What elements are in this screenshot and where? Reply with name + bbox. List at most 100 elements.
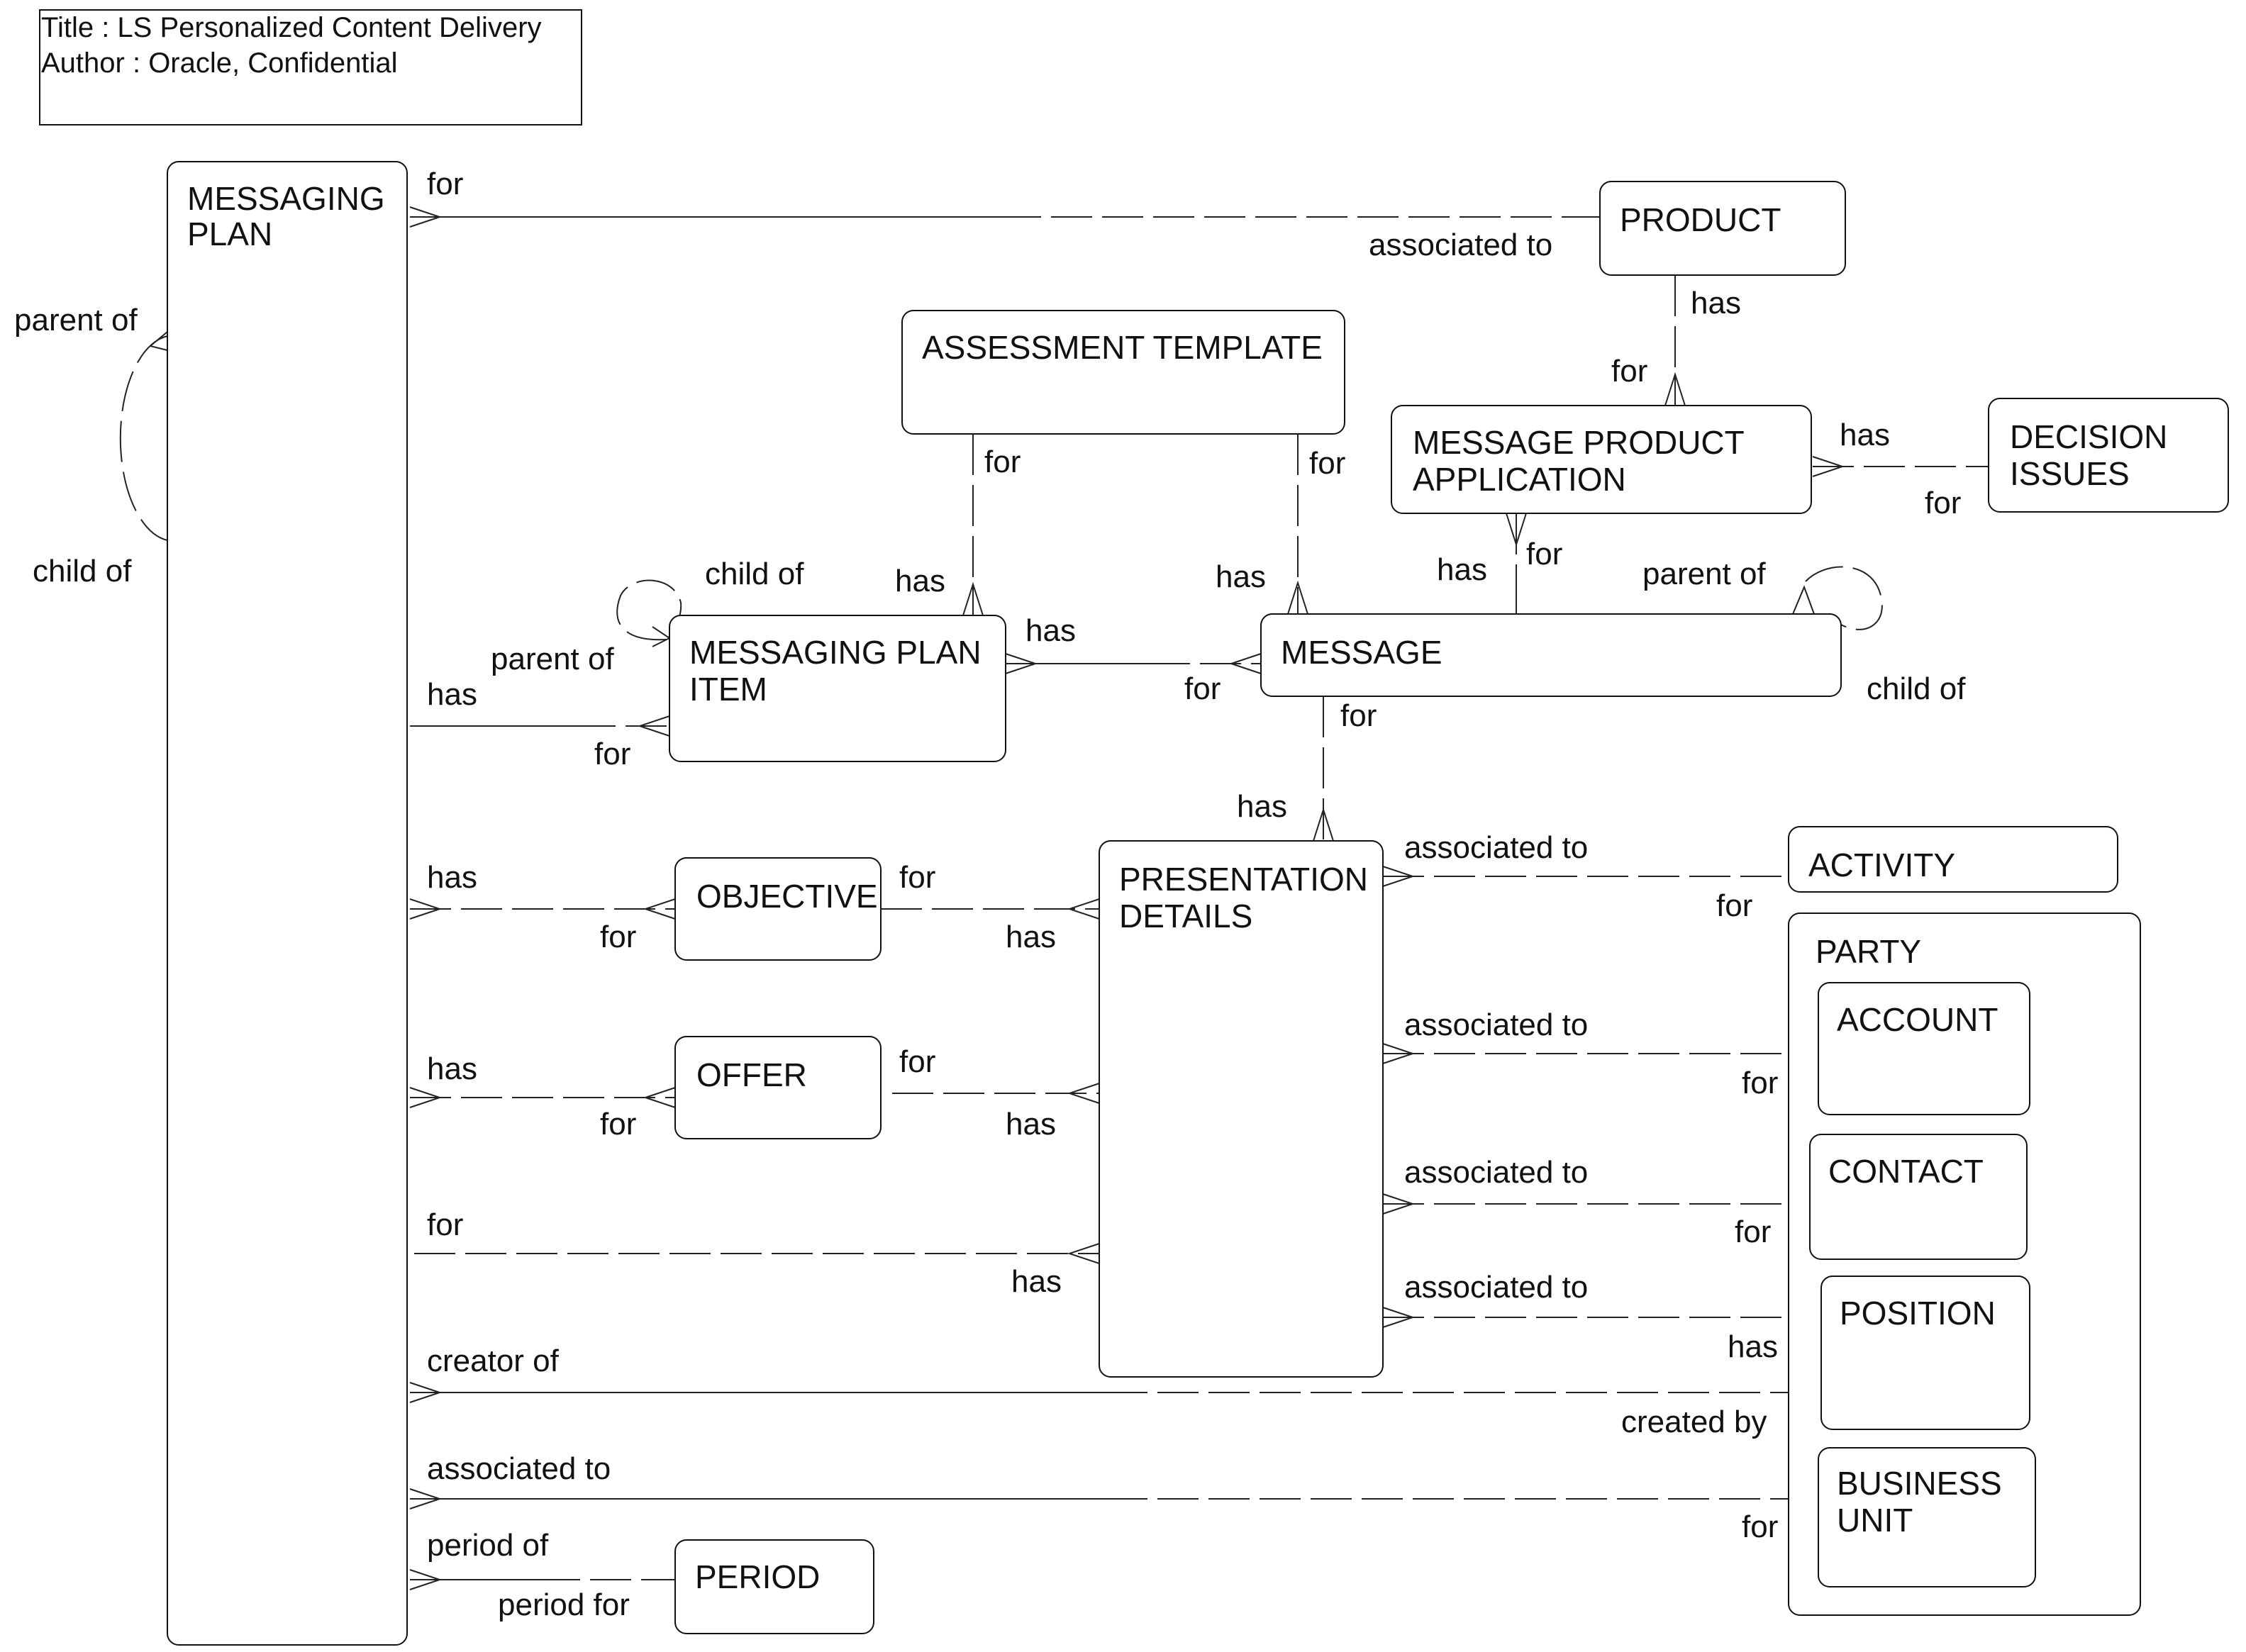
rel-label: for	[1742, 1509, 1778, 1544]
crowfoot-pd-position	[1382, 1307, 1416, 1328]
entity-offer[interactable]: OFFER	[674, 1036, 882, 1139]
crowfoot-mp-objective-b	[643, 898, 676, 920]
rel-label: period of	[427, 1528, 549, 1563]
entity-name-line: PRODUCT	[1620, 201, 1781, 238]
crowfoot-at-msg	[1287, 580, 1308, 615]
entity-message[interactable]: MESSAGE	[1260, 613, 1842, 697]
crowfoot-mpi-self	[652, 626, 671, 647]
rel-label: parent of	[14, 303, 138, 337]
entity-period[interactable]: PERIOD	[674, 1539, 874, 1634]
entity-box	[1988, 398, 2229, 513]
rel-label: for	[1611, 354, 1647, 389]
rel-label: child of	[33, 554, 132, 588]
rel-label: for	[1742, 1066, 1778, 1100]
rel-label: has	[1437, 552, 1487, 587]
rel-label: child of	[705, 557, 804, 591]
entity-assessment-template[interactable]: ASSESSMENT TEMPLATE	[901, 310, 1345, 435]
rel-label: associated to	[1404, 1155, 1588, 1190]
entity-name-line: CONTACT	[1828, 1153, 1984, 1190]
rel-label: for	[1716, 888, 1752, 923]
crowfoot-pd-contact	[1382, 1193, 1416, 1215]
rel-label: has	[1728, 1329, 1778, 1364]
entity-box	[1260, 613, 1842, 697]
entity-name-line: BUSINESS	[1837, 1465, 2002, 1502]
rel-label: parent of	[491, 642, 614, 676]
entity-box	[1599, 181, 1846, 276]
rel-label: has	[1006, 1107, 1056, 1142]
crowfoot-mpi-msg-a	[1005, 653, 1038, 674]
entity-box	[1818, 982, 2030, 1115]
rel-label: has	[895, 564, 945, 598]
rel-label: has	[1025, 613, 1076, 648]
entity-objective[interactable]: OBJECTIVE	[674, 857, 882, 961]
entity-product[interactable]: PRODUCT	[1599, 181, 1846, 276]
entity-presentation-details[interactable]: PRESENTATION DETAILS	[1099, 840, 1384, 1378]
entity-box	[1099, 840, 1384, 1378]
entity-position[interactable]: POSITION	[1820, 1276, 2030, 1430]
rel-label: for	[427, 1207, 463, 1242]
crowfoot-mp-self	[148, 331, 168, 351]
entity-name-line: DECISION	[2010, 418, 2167, 455]
entity-name-line: ACCOUNT	[1837, 1001, 1998, 1038]
rel-label: for	[427, 167, 463, 201]
rel-label: created by	[1621, 1405, 1767, 1439]
entity-name-line: OBJECTIVE	[696, 878, 878, 915]
entity-name-line: MESSAGING PLAN	[689, 634, 982, 671]
entity-box	[1809, 1134, 2028, 1260]
crowfoot-mp-mpi	[637, 715, 670, 737]
entity-name-line: ITEM	[689, 671, 767, 708]
entity-name-line: ISSUES	[2010, 455, 2130, 492]
rel-label: has	[1011, 1264, 1062, 1299]
entity-account[interactable]: ACCOUNT	[1818, 982, 2030, 1115]
entity-name-line: POSITION	[1840, 1295, 1996, 1332]
rel-label: for	[1526, 537, 1562, 571]
crowfoot-mpi-msg-b	[1228, 653, 1262, 674]
crowfoot-mpa-decision	[1812, 456, 1845, 477]
crowfoot-mp-bu	[409, 1488, 443, 1509]
rel-label: associated to	[1404, 1270, 1588, 1305]
entity-business-unit[interactable]: BUSINESS UNIT	[1818, 1447, 2036, 1587]
rel-label: for	[984, 445, 1021, 479]
rel-label: has	[427, 860, 477, 895]
entity-box	[167, 161, 408, 1646]
entity-activity[interactable]: ACTIVITY	[1788, 826, 2118, 893]
crowfoot-pd-account	[1382, 1043, 1416, 1064]
crowfoot-mpa-msg	[1506, 513, 1527, 547]
rel-label: for	[1184, 671, 1221, 706]
entity-box	[669, 615, 1006, 762]
entity-messaging-plan-item[interactable]: MESSAGING PLAN ITEM	[669, 615, 1006, 762]
entity-name-line: MESSAGE	[1281, 634, 1442, 671]
title-text: Title : LS Personalized Content Delivery	[41, 12, 542, 43]
relationship-labels: for associated to parent of child of has…	[14, 167, 1966, 1622]
entity-messaging-plan[interactable]: MESSAGING PLAN	[167, 161, 408, 1646]
crowfoot-at-mpi	[962, 581, 984, 616]
entity-box	[1391, 405, 1812, 514]
entity-box	[674, 857, 882, 961]
rel-label: for	[899, 860, 935, 895]
rel-label: period for	[498, 1587, 630, 1622]
entity-name-line: MESSAGING	[187, 180, 385, 217]
rel-label: for	[600, 920, 636, 954]
rel-label: for	[1925, 486, 1961, 520]
entity-decision-issues[interactable]: DECISION ISSUES	[1988, 398, 2229, 513]
entity-message-product-application[interactable]: MESSAGE PRODUCT APPLICATION	[1391, 405, 1812, 514]
rel-label: associated to	[1369, 228, 1552, 262]
rel-label: for	[1340, 698, 1377, 733]
crowfoot-mp-offer-b	[643, 1087, 676, 1108]
entities: MESSAGING PLAN PRODUCT ASSESSMENT TEMPLA…	[167, 161, 2229, 1646]
entity-box	[674, 1036, 882, 1139]
entity-contact[interactable]: CONTACT	[1809, 1134, 2028, 1260]
entity-name-line: ASSESSMENT TEMPLATE	[922, 329, 1323, 366]
crowfoot-offer-pd	[1067, 1083, 1100, 1104]
rel-label: associated to	[427, 1451, 611, 1486]
crowfoot-msg-self	[1792, 585, 1815, 615]
entity-box	[1788, 826, 2118, 893]
crowfoot-mp-product	[409, 206, 443, 228]
entity-name-line: PRESENTATION	[1119, 861, 1368, 898]
rel-label: has	[1237, 789, 1287, 824]
rel-label: has	[1691, 286, 1741, 320]
entity-name-line: DETAILS	[1119, 898, 1252, 934]
entity-name-line: PLAN	[187, 216, 272, 252]
crowfoot-mp-offer-a	[409, 1087, 443, 1108]
